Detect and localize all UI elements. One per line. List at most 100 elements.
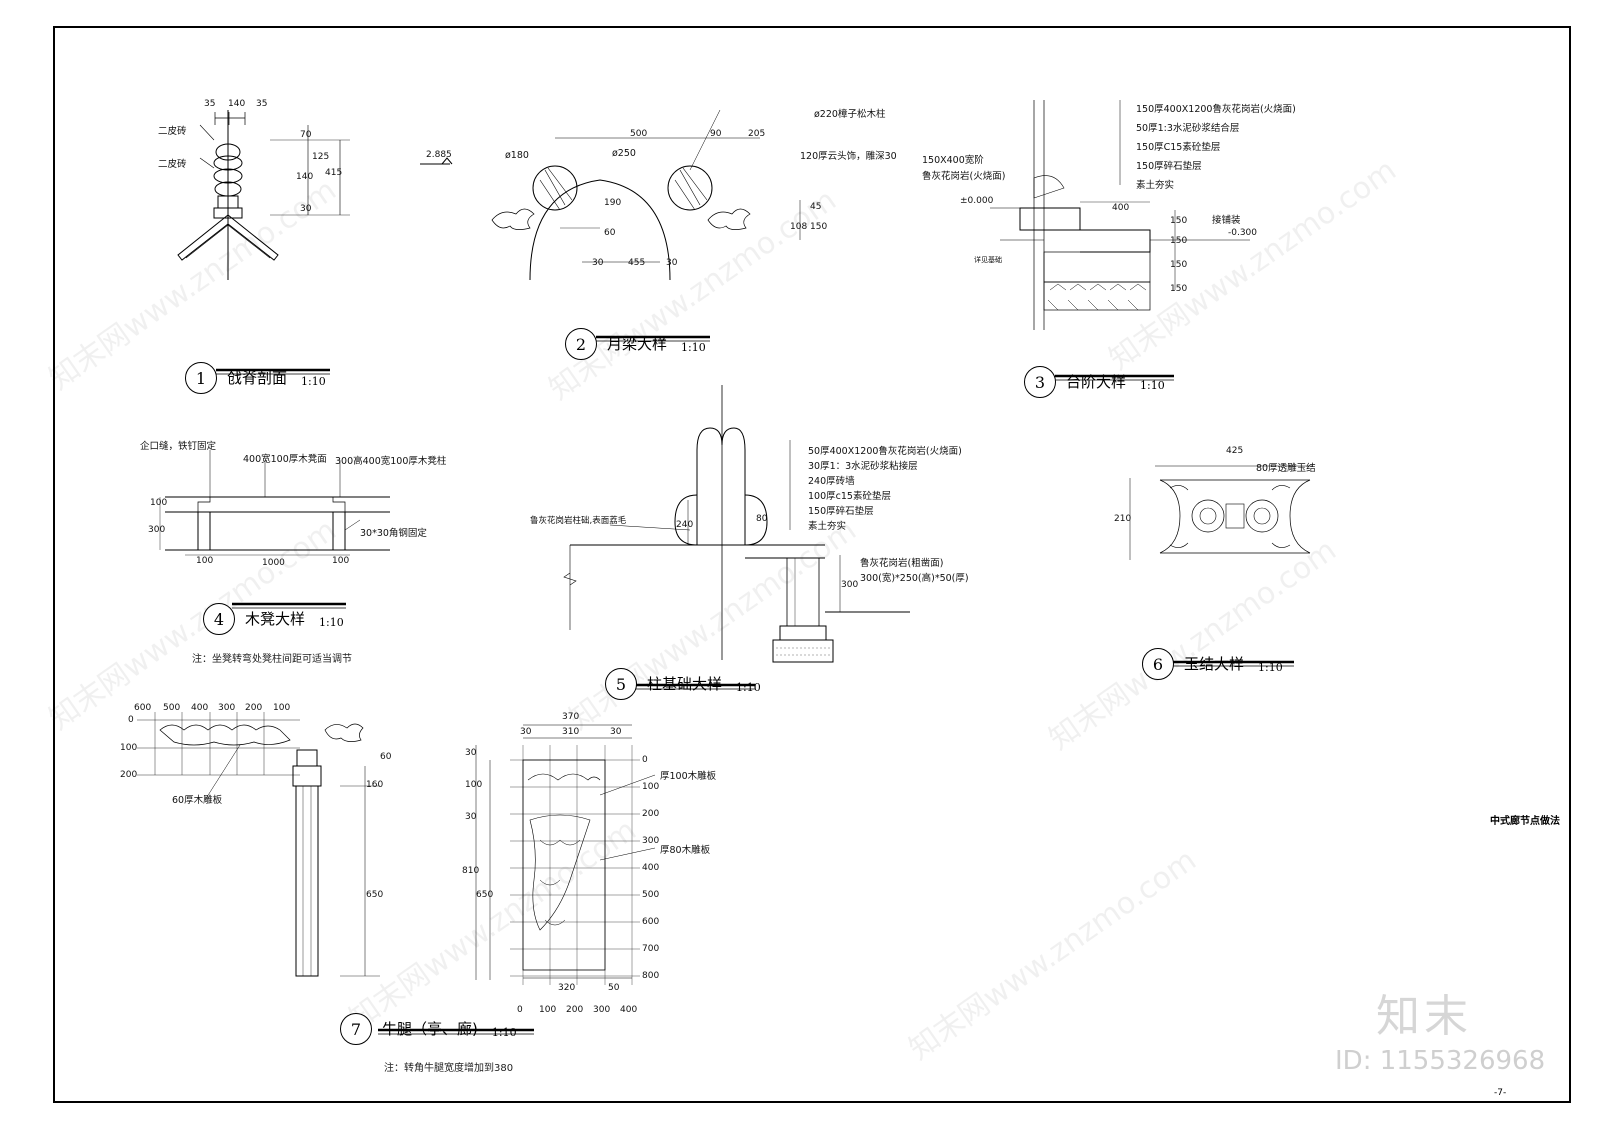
step-label: 150X400宽阶 — [922, 155, 984, 166]
base-dim: 80 — [756, 514, 768, 524]
step-dim: 150 — [1170, 284, 1188, 294]
ridge-dim: 140 — [296, 172, 314, 182]
beam-dim: 500 — [630, 129, 648, 139]
bracket-dim: 60 — [380, 752, 392, 762]
step-layer: 150厚C15素砼垫层 — [1136, 142, 1221, 153]
ruler-tick: 100 — [120, 743, 138, 753]
ridge-dim: 35 — [204, 99, 216, 109]
panel-dim: 100 — [465, 780, 483, 790]
detail-scale: 1:10 — [491, 1026, 517, 1039]
detail-scale: 1:10 — [319, 616, 344, 629]
steps-drawing — [990, 100, 1250, 330]
beam-elevation: 2.885 — [426, 150, 452, 160]
column-base-drawing — [563, 385, 910, 663]
beam-dim: 45 — [810, 202, 822, 212]
step-dim: 150 — [1170, 260, 1188, 270]
beam-dim: 455 — [628, 258, 646, 268]
bench-dim: 1000 — [262, 558, 285, 568]
bench-label: 企口缝，铁钉固定 — [140, 441, 217, 452]
bench-drawing — [159, 450, 390, 556]
beam-dim: 108 — [790, 222, 808, 232]
bench-label: 400宽100厚木凳面 — [243, 454, 327, 465]
base-layer: 素土夯实 — [808, 521, 847, 532]
beam-label: 120厚云头饰，雕深30 — [800, 151, 897, 162]
ruler-tick: 700 — [642, 944, 660, 954]
moon-beam-drawing — [420, 109, 801, 281]
panel-dim: 310 — [562, 727, 580, 737]
step-dim: 400 — [1112, 203, 1130, 213]
panel-dim: 50 — [608, 983, 620, 993]
detail-title-2: 2 月梁大样 1:10 — [565, 328, 706, 360]
detail-name: 玉结大样 — [1184, 655, 1245, 673]
panel-dim: 30 — [610, 727, 622, 737]
detail-number-circle: 1 — [185, 362, 217, 394]
ridge-label: 二皮砖 — [158, 126, 187, 137]
detail-scale: 1:10 — [1258, 661, 1283, 674]
detail-number-circle: 3 — [1024, 366, 1056, 398]
step-dim: 150 — [1170, 236, 1188, 246]
detail-number-circle: 2 — [565, 328, 597, 360]
ridge-dim: 35 — [256, 99, 268, 109]
detail-title-4: 4 木凳大样 1:10 — [203, 603, 344, 635]
bracket-note: 注：转角牛腿宽度增加到380 — [384, 1063, 514, 1074]
ruler-tick: 300 — [642, 836, 660, 846]
ruler-tick: 0 — [642, 755, 648, 765]
ruler-tick: 100 — [539, 1005, 557, 1015]
ridge-dim: 30 — [300, 204, 312, 214]
ruler-tick: 0 — [517, 1005, 523, 1015]
ruler-tick: 0 — [128, 715, 134, 725]
ruler-tick: 400 — [191, 703, 209, 713]
ruler-tick: 300 — [218, 703, 236, 713]
detail-name: 牛腿（亭、廊) — [382, 1020, 478, 1038]
detail-name: 台阶大样 — [1066, 373, 1127, 391]
detail-number-circle: 6 — [1142, 648, 1174, 680]
bench-dim: 100 — [150, 498, 168, 508]
beam-label: ø220樟子松木柱 — [814, 109, 886, 120]
detail-title-6: 6 玉结大样 1:10 — [1142, 648, 1283, 680]
panel-dim: 30 — [520, 727, 532, 737]
ruler-tick: 600 — [134, 703, 152, 713]
bench-label: 30*30角钢固定 — [360, 528, 427, 539]
panel-dim: 810 — [462, 866, 480, 876]
ridge-dim: 70 — [300, 130, 312, 140]
detail-number-circle: 7 — [340, 1013, 372, 1045]
detail-title-1: 1 戗脊剖面 1:10 — [185, 362, 326, 394]
drawing-frame — [53, 26, 1571, 1103]
panel-dim: 30 — [465, 812, 477, 822]
panel-label: 厚80木雕板 — [660, 845, 711, 856]
ruler-tick: 100 — [273, 703, 291, 713]
step-layer: 50厚1:3水泥砂浆结合层 — [1136, 123, 1240, 134]
watermark-logo: 知末 — [1376, 991, 1472, 1042]
base-dim: 300 — [841, 580, 859, 590]
step-elevation: ±0.000 — [960, 196, 994, 206]
ruler-tick: 600 — [642, 917, 660, 927]
ruler-tick: 100 — [642, 782, 660, 792]
detail-number-circle: 4 — [203, 603, 235, 635]
watermark-id: ID: 1155326968 — [1335, 1046, 1546, 1076]
base-label: 鲁灰花岗岩(粗凿面) — [860, 558, 944, 569]
bench-note: 注：坐凳转弯处凳柱间距可适当调节 — [192, 654, 352, 665]
detail-name: 戗脊剖面 — [227, 369, 288, 387]
bracket-dim: 650 — [366, 890, 384, 900]
page-number: -7- — [1494, 1088, 1507, 1098]
beam-dim: 60 — [604, 228, 616, 238]
detail-name: 柱基础大样 — [647, 675, 723, 693]
ridge-dim: 140 — [228, 99, 246, 109]
detail-title-5: 5 柱基础大样 1:10 — [605, 668, 761, 700]
detail-title-3: 3 台阶大样 1:10 — [1024, 366, 1165, 398]
knot-dim: 425 — [1226, 446, 1244, 456]
beam-dim: 30 — [592, 258, 604, 268]
ruler-tick: 500 — [163, 703, 181, 713]
step-layer: 素土夯实 — [1136, 180, 1175, 191]
detail-scale: 1:10 — [301, 375, 326, 388]
step-label: 接铺装 — [1212, 215, 1241, 226]
detail-number-circle: 5 — [605, 668, 637, 700]
bracket-dim: 160 — [366, 780, 384, 790]
beam-label: ø250 — [612, 148, 636, 159]
bracket-elevation-drawing — [137, 712, 380, 977]
base-layer: 240厚砖墙 — [808, 476, 855, 487]
detail-title-7: 7 牛腿（亭、廊) 1:10 — [340, 1013, 517, 1045]
carved-panel-drawing — [475, 724, 656, 985]
